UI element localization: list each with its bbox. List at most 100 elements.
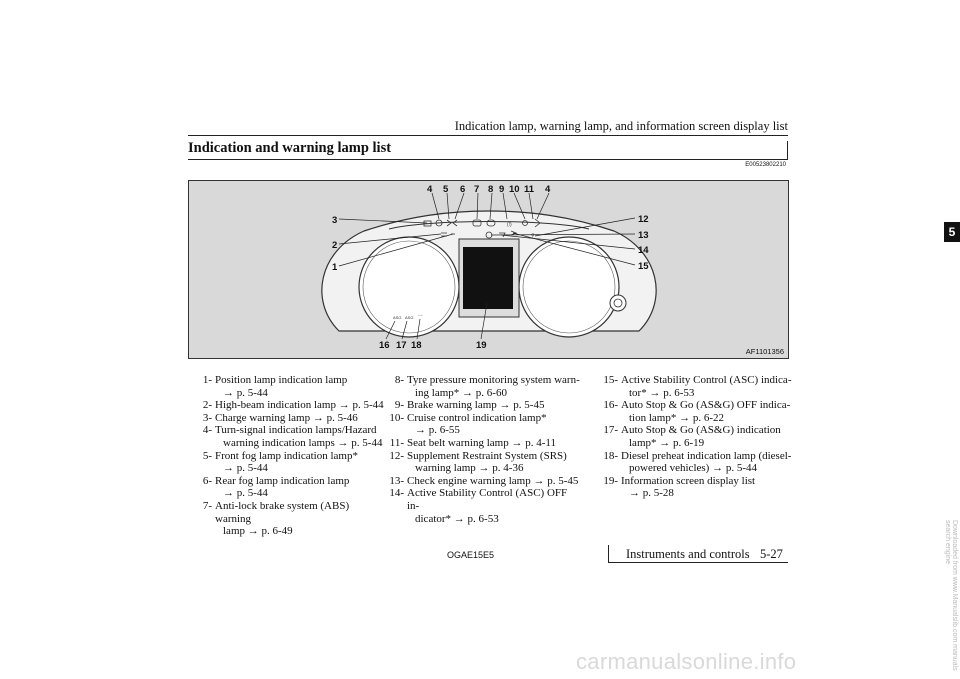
item-text: Active Stability Control (ASC) indica-to… [621, 374, 796, 399]
side-mark: Downloaded from www.Manualslib.com manua… [944, 520, 958, 671]
tachometer-dial [518, 236, 620, 338]
item-number: 1- [202, 374, 212, 386]
tyre-pressure-icon [486, 219, 496, 227]
callout-15: 15 [638, 261, 649, 272]
rear-fog-icon [452, 219, 458, 227]
item-text: Tyre pressure monitoring system warn-ing… [407, 374, 582, 399]
item-text-continued: → p. 5-44 [223, 462, 268, 475]
item-text-continued: warning lamp → p. 4-36 [415, 462, 524, 475]
callout-16: 16 [379, 340, 390, 351]
list-item: 6-Rear fog lamp indication lamp→ p. 5-44 [196, 475, 386, 500]
item-text: High-beam indication lamp → p. 5-44 [215, 399, 386, 412]
warning-lamp-icons: (!) ⚲ ASG ASG ~~ [393, 218, 541, 320]
list-item: 1-Position lamp indication lamp→ p. 5-44 [196, 374, 386, 399]
item-text: Position lamp indication lamp→ p. 5-44 [215, 374, 386, 399]
item-text-main: Anti-lock brake system (ABS) warning [215, 499, 350, 525]
item-number: 8- [394, 374, 404, 386]
item-number: 12- [389, 449, 404, 462]
item-number: 11- [389, 436, 404, 449]
footer-code: OGAE15E5 [447, 550, 495, 560]
asg-icon: ASG [405, 315, 413, 320]
item-text-main: Tyre pressure monitoring system warn- [407, 374, 580, 386]
item-number: 16- [603, 399, 618, 412]
lamp-list-column-3: 15-Active Stability Control (ASC) indica… [596, 374, 796, 500]
item-number: 13- [389, 474, 404, 487]
running-head: Indication lamp, warning lamp, and infor… [454, 119, 788, 133]
item-text: Information screen display list→ p. 5-28 [621, 475, 796, 500]
item-text-continued: → p. 5-44 [223, 386, 268, 399]
item-text-continued: → p. 5-44 [223, 487, 268, 500]
item-text-main: Brake warning lamp → p. 5-45 [407, 399, 545, 412]
item-number: 10- [389, 411, 404, 424]
callout-6: 6 [460, 184, 465, 195]
trip-knob [609, 294, 627, 312]
item-text-main: Charge warning lamp → p. 5-46 [215, 411, 358, 424]
item-text-main: Information screen display list [621, 474, 756, 487]
list-item: 15-Active Stability Control (ASC) indica… [596, 374, 796, 399]
speedometer-ring [362, 240, 456, 334]
callout-4-left: 4 [427, 184, 433, 195]
callout-1: 1 [332, 262, 338, 273]
trip-knob-center [613, 298, 623, 308]
document-code: E00523802210 [745, 162, 786, 168]
list-item: 16-Auto Stop & Go (AS&G) OFF indica-tion… [596, 399, 796, 424]
item-text-continued: lamp → p. 6-49 [223, 525, 293, 538]
item-text: Rear fog lamp indication lamp→ p. 5-44 [215, 475, 386, 500]
item-text-continued: lamp* → p. 6-19 [629, 436, 705, 449]
item-text: Check engine warning lamp → p. 5-45 [407, 475, 582, 488]
turn-signal-right-icon [534, 218, 541, 228]
item-text: Diesel preheat indication lamp (diesel-p… [621, 450, 796, 475]
item-number: 15- [603, 374, 618, 386]
callout-9: 9 [499, 184, 504, 195]
item-number: 5- [202, 449, 212, 462]
item-number: 17- [603, 424, 618, 437]
item-text-main: Rear fog lamp indication lamp [215, 474, 350, 487]
asc-off-icon [499, 232, 506, 238]
item-text-continued: dicator* → p. 6-53 [415, 512, 499, 525]
item-number: 18- [603, 449, 618, 462]
item-text-main: Front fog lamp indication lamp* [215, 449, 358, 462]
item-text: Cruise control indication lamp*→ p. 6-55 [407, 412, 582, 437]
item-text-main: Auto Stop & Go (AS&G) indication [621, 424, 781, 437]
list-item: 10-Cruise control indication lamp*→ p. 6… [382, 412, 582, 437]
item-text: Brake warning lamp → p. 5-45 [407, 399, 582, 412]
item-text-main: Check engine warning lamp → p. 5-45 [407, 474, 579, 487]
item-text-main: Diesel preheat indication lamp (diesel- [621, 449, 792, 462]
item-text: Charge warning lamp → p. 5-46 [215, 412, 386, 425]
item-number: 6- [202, 474, 212, 487]
footer-bar [608, 545, 609, 562]
callout-8: 8 [488, 184, 493, 195]
footer-rule [608, 562, 788, 563]
item-text: Supplement Restraint System (SRS)warning… [407, 450, 582, 475]
item-text: Seat belt warning lamp → p. 4-11 [407, 437, 582, 450]
callout-12: 12 [638, 214, 649, 225]
footer-section: Instruments and controls [626, 547, 750, 561]
callout-10: 10 [509, 184, 520, 195]
lamp-list-column-1: 1-Position lamp indication lamp→ p. 5-44… [196, 374, 386, 538]
item-text-continued: tion lamp* → p. 6-22 [629, 411, 725, 424]
figure-code: AF1101356 [745, 347, 784, 356]
instrument-cluster-illustration: (!) ⚲ ASG ASG ~~ [321, 184, 657, 351]
item-text-main: Seat belt warning lamp → p. 4-11 [407, 436, 556, 449]
title-rule-end [787, 141, 788, 159]
srs-lamp-icon: ⚲ [531, 233, 535, 239]
list-item: 12-Supplement Restraint System (SRS)warn… [382, 450, 582, 475]
callout-14: 14 [638, 245, 649, 256]
charge-lamp-icon [423, 220, 432, 227]
item-text-continued: warning indication lamps → p. 5-44 [223, 436, 383, 449]
callout-2: 2 [332, 240, 337, 251]
item-text: Auto Stop & Go (AS&G) OFF indica-tion la… [621, 399, 796, 424]
item-text-continued: → p. 5-28 [629, 487, 674, 500]
instrument-cluster-figure: (!) ⚲ ASG ASG ~~ [188, 180, 789, 359]
asc-icon [510, 230, 518, 236]
item-text-main: High-beam indication lamp → p. 5-44 [215, 399, 384, 412]
leader-lines [338, 192, 636, 340]
item-number: 19- [603, 474, 618, 487]
title-rule [188, 159, 788, 160]
callout-13: 13 [638, 230, 649, 241]
callout-5: 5 [443, 184, 449, 195]
item-text-main: Cruise control indication lamp* [407, 411, 547, 424]
